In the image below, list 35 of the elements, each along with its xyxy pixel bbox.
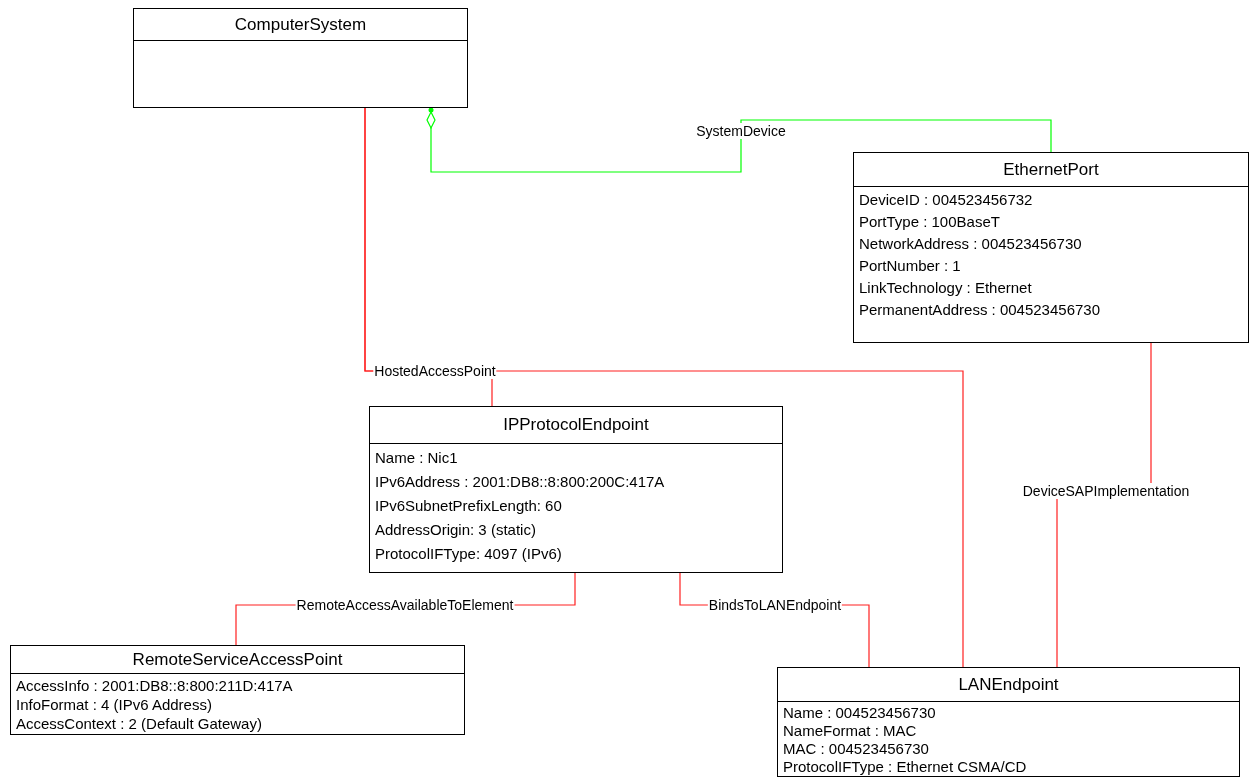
attribute-text: InfoFormat : 4 (IPv6 Address) [16,695,213,714]
class-box [853,152,1249,343]
class-box [133,8,468,108]
class-box [777,667,1240,777]
attribute-text: IPv6SubnetPrefixLength: 60 [375,496,563,516]
class-name: EthernetPort [854,153,1248,187]
class-name: RemoteServiceAccessPoint [11,646,464,674]
attribute-text: AddressOrigin: 3 (static) [375,520,537,540]
edge-label: HostedAccessPoint [373,363,497,379]
class-box [369,406,783,573]
attribute-text: Name : 004523456730 [783,704,937,722]
edge-label: DeviceSAPImplementation [1021,483,1191,499]
connector [364,107,964,668]
attribute-text: Name : Nic1 [375,448,459,468]
class-box [10,645,465,735]
attribute-text: PortType : 100BaseT [859,212,1001,232]
attribute-text: IPv6Address : 2001:DB8::8:800:200C:417A [375,472,666,492]
class-name: LANEndpoint [778,668,1239,702]
class-name: IPProtocolEndpoint [370,407,782,444]
attribute-text: NetworkAddress : 004523456730 [859,234,1083,254]
attribute-text: ProtocolIFType : Ethernet CSMA/CD [783,758,1028,776]
connector [426,106,1052,173]
edge-label: BindsToLANEndpoint [707,597,843,613]
edge-label: RemoteAccessAvailableToElement [295,597,515,613]
attribute-text: LinkTechnology : Ethernet [859,278,1033,298]
attribute-text: AccessContext : 2 (Default Gateway) [16,714,263,733]
attribute-text: ProtocolIFType: 4097 (IPv6) [375,544,563,564]
attribute-text: PermanentAddress : 004523456730 [859,300,1101,320]
attribute-text: NameFormat : MAC [783,722,918,740]
class-name: ComputerSystem [134,9,467,41]
edge-label: SystemDevice [695,123,787,139]
attribute-text: PortNumber : 1 [859,256,962,276]
attribute-text: AccessInfo : 2001:DB8::8:800:211D:417A [16,676,294,695]
attribute-text: MAC : 004523456730 [783,740,930,758]
attribute-text: DeviceID : 004523456732 [859,190,1034,210]
